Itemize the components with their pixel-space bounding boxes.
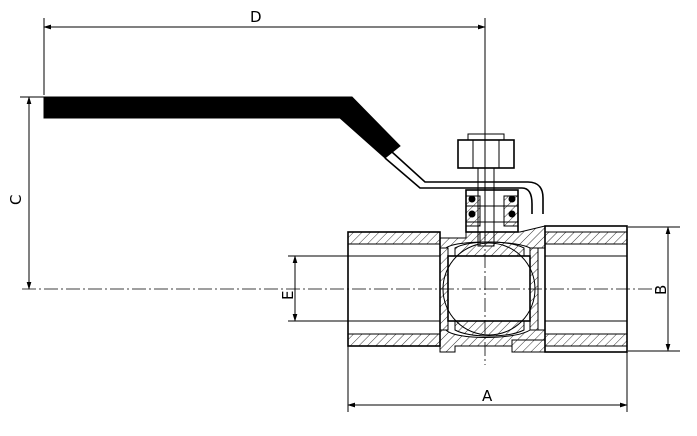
ball — [442, 241, 536, 337]
valve-body-center — [439, 225, 546, 353]
dimension-b: B — [628, 226, 680, 352]
dim-label-a: A — [482, 387, 493, 405]
valve-body-right — [511, 225, 628, 353]
dimension-e: E — [279, 255, 440, 322]
dimension-d: D — [43, 8, 486, 240]
dim-label-d: D — [250, 8, 262, 26]
hex-nut — [457, 133, 515, 169]
dim-label-e: E — [279, 291, 297, 300]
dim-label-c: C — [7, 195, 25, 205]
dim-label-b: B — [652, 285, 670, 295]
lever-handle — [43, 96, 544, 214]
dimension-c: C — [7, 96, 44, 290]
dimension-a: A — [347, 340, 628, 412]
